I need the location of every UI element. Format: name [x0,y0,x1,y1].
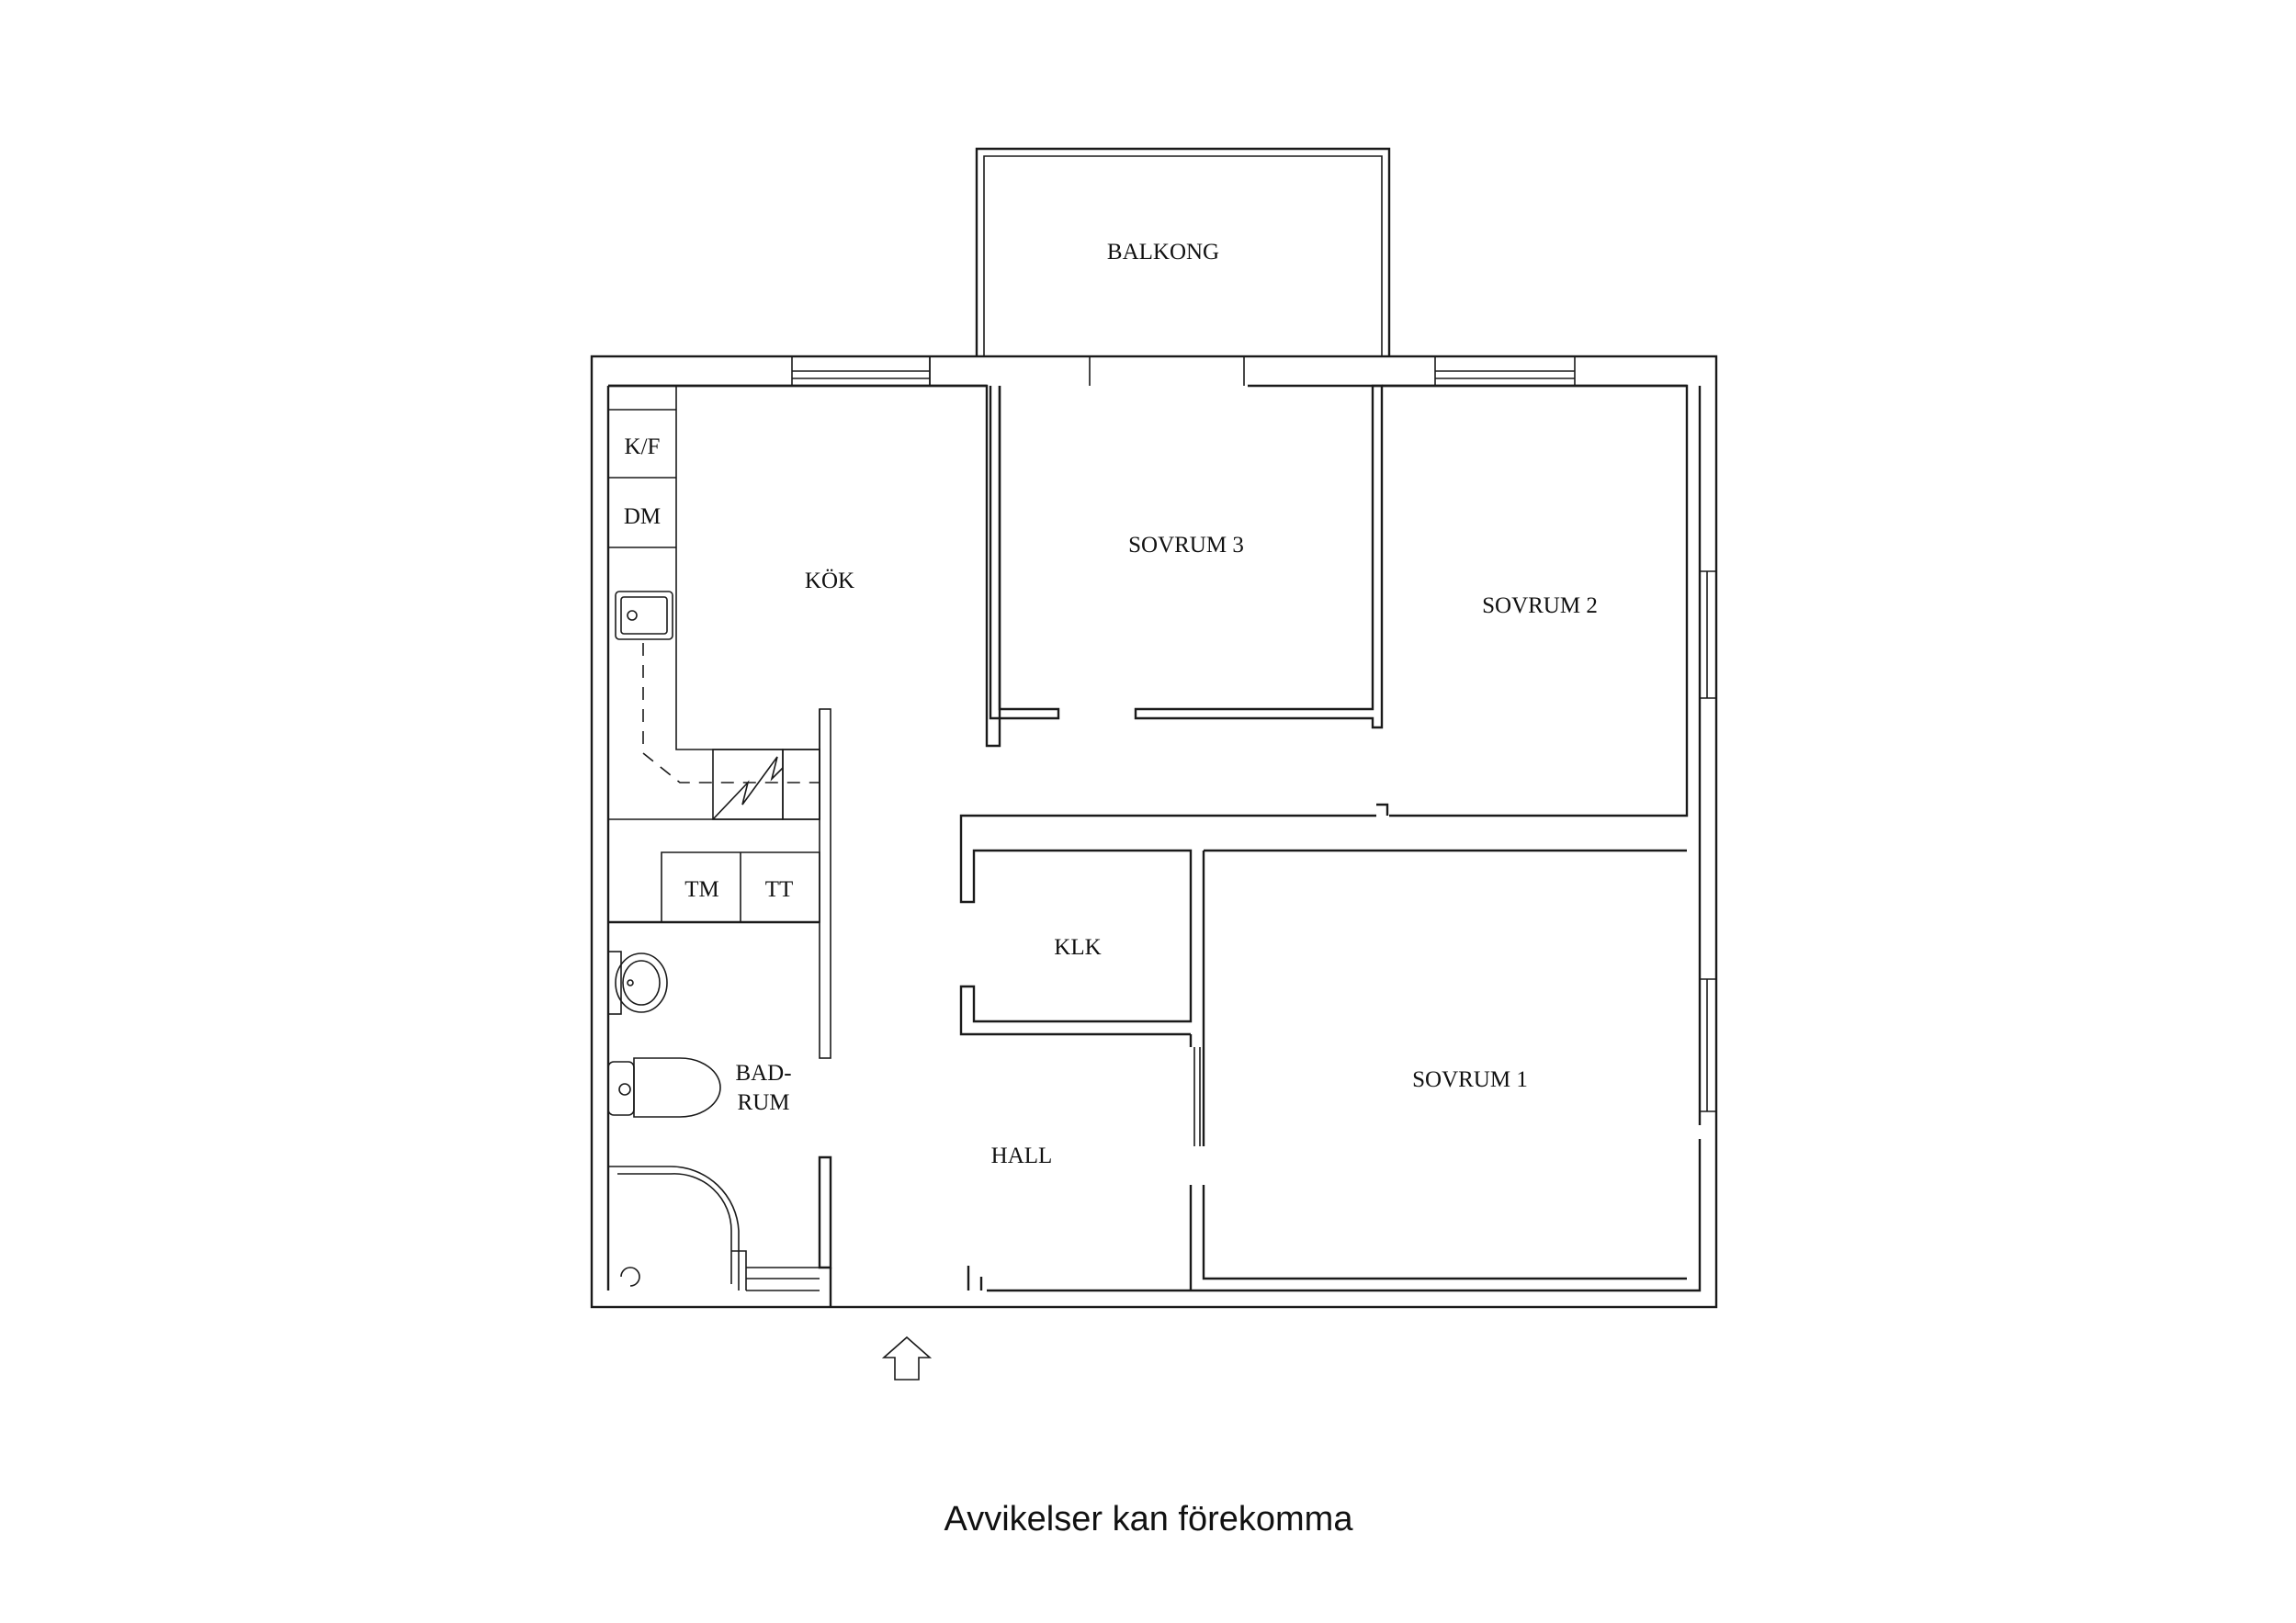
toilet-icon [607,1057,721,1118]
outer-walls [590,355,1718,1309]
label-badrum-line-2: RUM [738,1090,790,1115]
label-dm: DM [624,504,661,529]
sink-icon [615,591,673,640]
label-kf: K/F [625,434,661,459]
disclaimer-caption: Avvikelser kan förekomma [944,1500,1354,1538]
bathroom [608,851,983,1307]
closet [959,814,1687,1146]
kitchen [608,384,1001,1059]
label-sovrum-1: SOVRUM 1 [1412,1067,1528,1092]
label-hall: HALL [991,1144,1053,1168]
label-kok: KÖK [805,569,854,593]
label-badrum-line-1: BAD- [735,1061,791,1086]
label-tm: TM [684,877,719,902]
bedroom-2 [1376,384,1689,817]
label-sovrum-2: SOVRUM 2 [1482,593,1598,618]
label-tt: TT [765,877,794,902]
entrance-arrow-icon [881,1336,933,1381]
windows [791,356,1716,1112]
bedroom-1 [1189,1047,1687,1291]
bedroom-3 [989,384,1384,729]
label-sovrum-3: SOVRUM 3 [1128,533,1244,558]
balcony [975,147,1391,356]
washbasin-icon [607,951,668,1015]
label-klk: KLK [1054,935,1101,960]
label-balkong: BALKONG [1107,240,1219,265]
